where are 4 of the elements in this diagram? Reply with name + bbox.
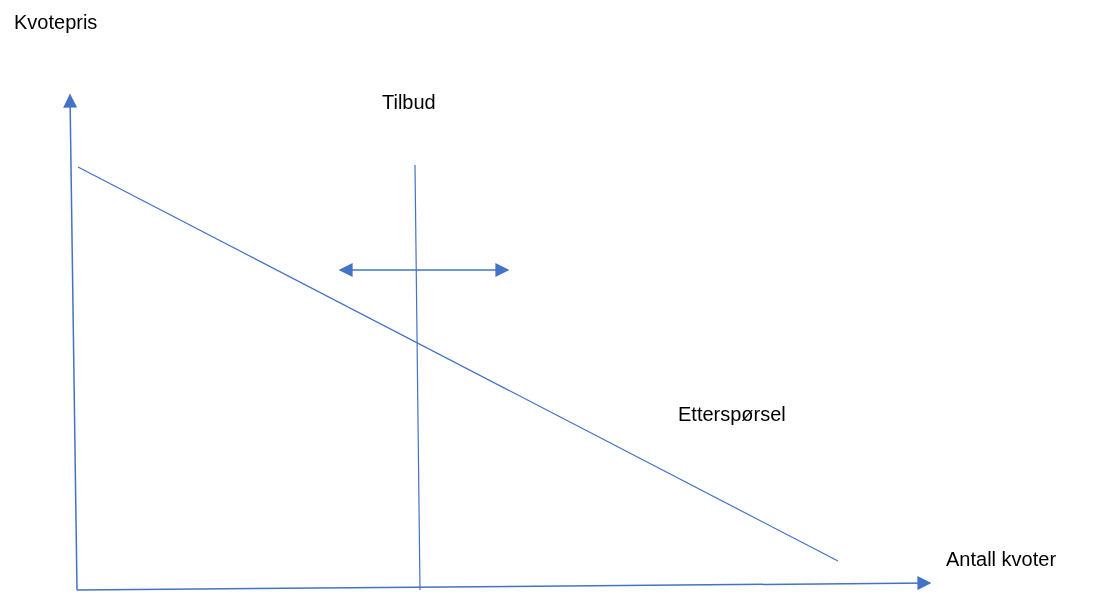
axis-label: Kvotepris bbox=[14, 10, 98, 34]
axis-label: Antall kvoter bbox=[946, 547, 1057, 571]
curve-label: Etterspørsel bbox=[678, 402, 786, 426]
curve-label: Tilbud bbox=[382, 90, 436, 114]
